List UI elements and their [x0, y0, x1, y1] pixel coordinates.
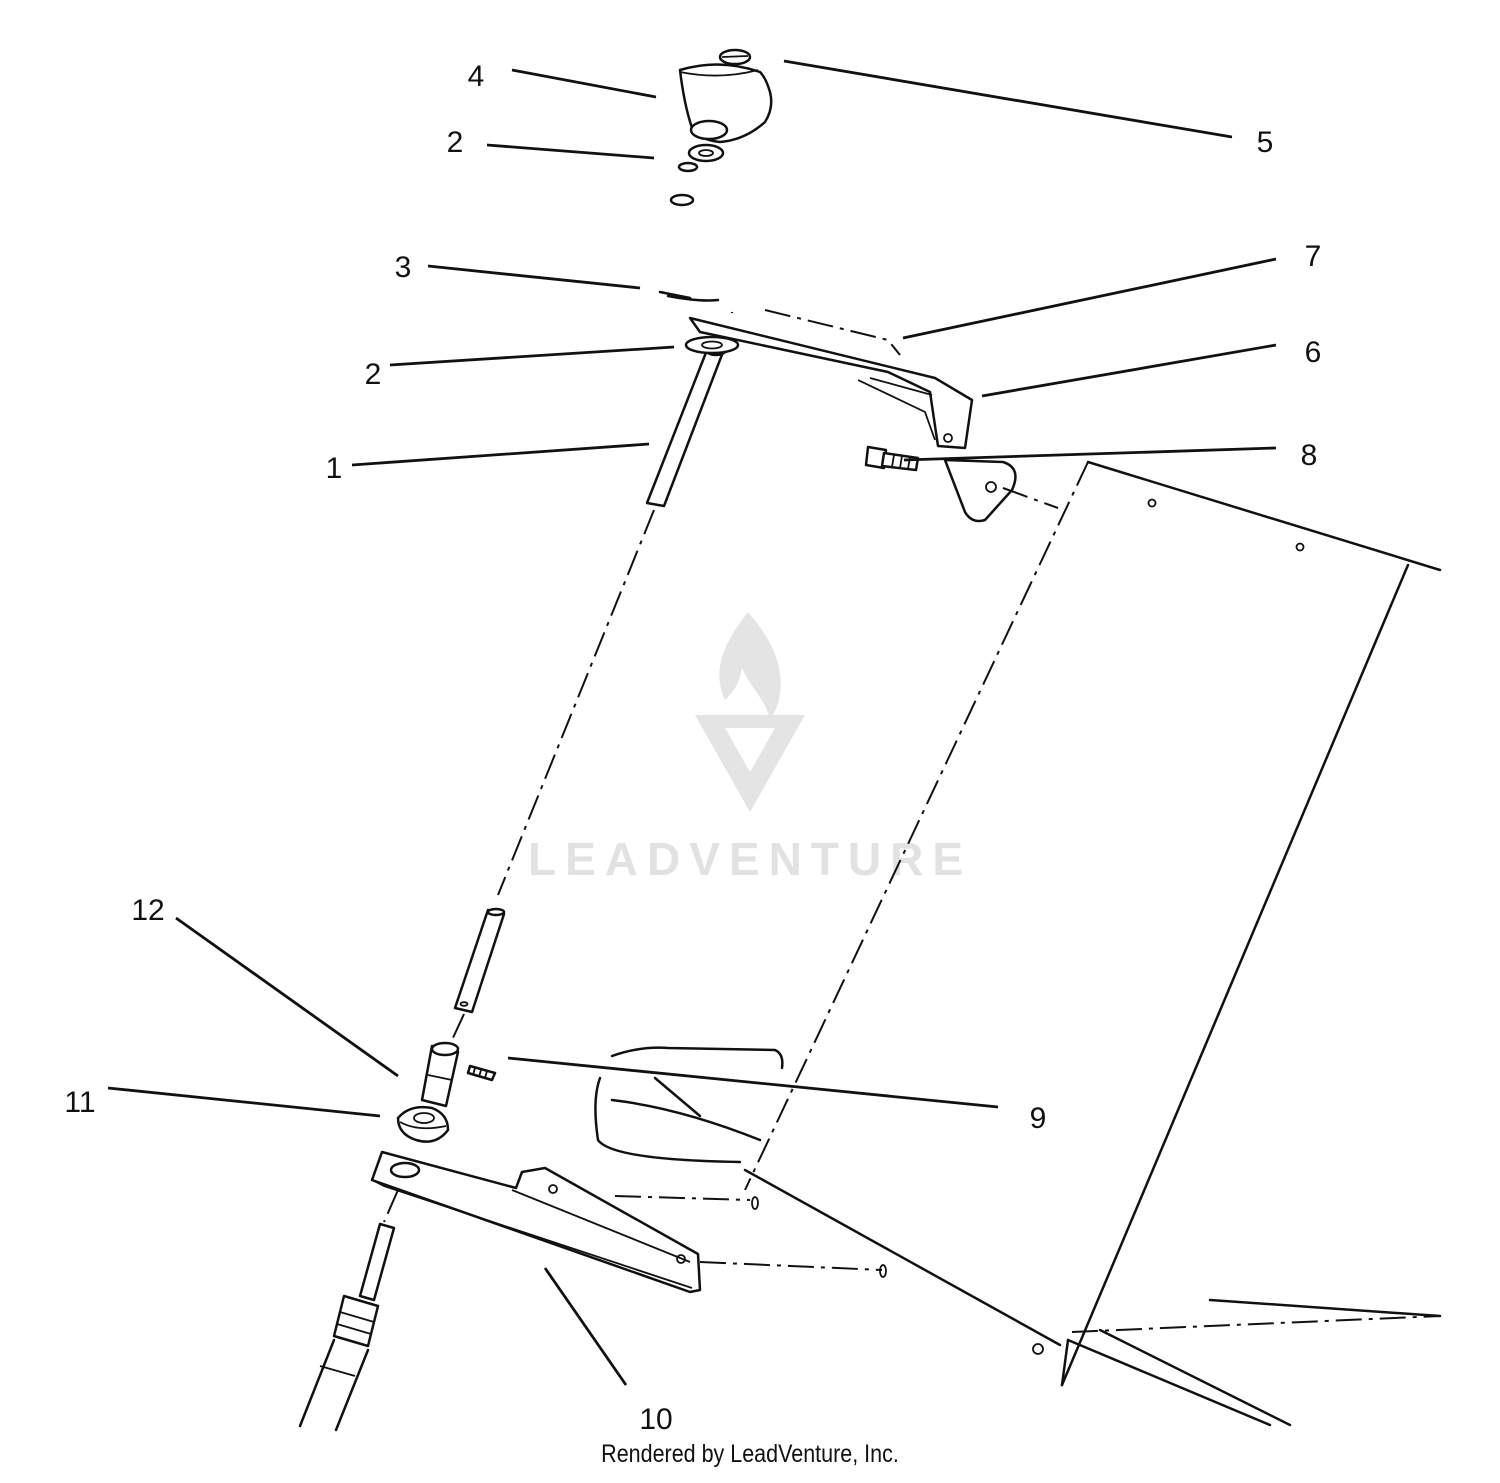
set-screw [466, 1064, 497, 1082]
washer-upper [687, 143, 725, 163]
callout-6: 6 [1305, 336, 1322, 369]
knob-assembly [678, 48, 773, 163]
leader-lines [107, 59, 1277, 1386]
lower-rod [451, 907, 506, 1041]
callout-4: 4 [468, 60, 485, 93]
leadventure-watermark: LEADVENTURE [528, 612, 972, 885]
lower-bracket [370, 1150, 887, 1294]
coupler-assembly [396, 1041, 497, 1143]
callout-3: 3 [395, 251, 412, 284]
cable-fitting [298, 1189, 399, 1432]
v-logo-icon [695, 715, 805, 812]
shaft-centerline [497, 509, 655, 896]
knob-washer [689, 119, 729, 141]
callout-8: 8 [1301, 439, 1318, 472]
callout-labels: 4 5 2 3 7 2 6 1 8 12 11 9 10 [64, 60, 1321, 1436]
callout-9: 9 [1030, 1102, 1047, 1135]
mower-housing [594, 1046, 1442, 1427]
watermark-text: LEADVENTURE [528, 833, 972, 885]
flame-logo-icon [719, 612, 781, 720]
callout-1: 1 [326, 452, 343, 485]
callout-12: 12 [131, 894, 164, 927]
callout-2-upper: 2 [447, 126, 464, 159]
callout-11: 11 [64, 1086, 95, 1119]
nut [396, 1105, 450, 1143]
washer-lower [684, 335, 740, 355]
callout-5: 5 [1257, 126, 1274, 159]
callout-10: 10 [639, 1403, 672, 1436]
callout-2-lower: 2 [365, 358, 382, 391]
bolt-head [864, 445, 888, 470]
render-credit: Rendered by LeadVenture, Inc. [601, 1440, 899, 1468]
bracket [688, 316, 974, 450]
callout-7: 7 [1305, 240, 1322, 273]
shift-bracket [658, 290, 974, 450]
bolt-and-plate [864, 445, 1059, 523]
shift-rod [645, 161, 746, 508]
mounting-plate [943, 458, 1017, 523]
chute-deflector-panel [744, 460, 1442, 1387]
